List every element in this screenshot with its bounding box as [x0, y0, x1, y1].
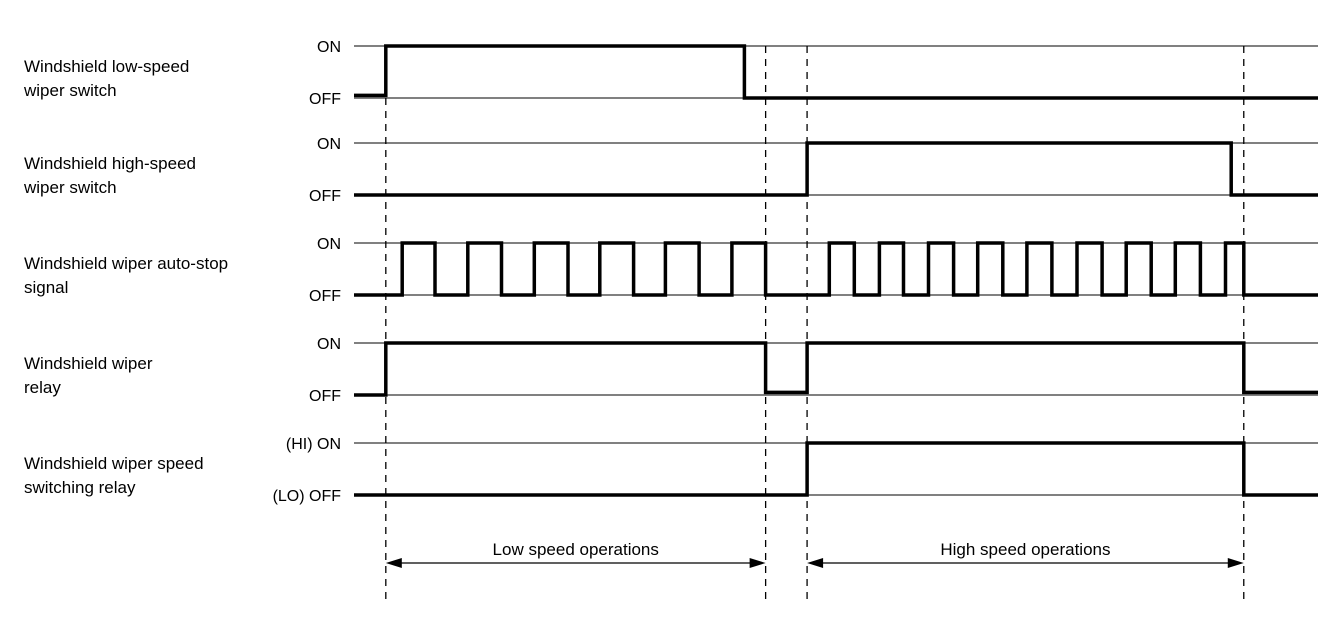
- auto_stop_signal-label-line-2: signal: [24, 278, 68, 297]
- wiper_relay-waveform: [354, 341, 1318, 397]
- annotation-1-arrowhead-right: [749, 558, 766, 568]
- marker-lines: [385, 46, 1245, 600]
- low_speed_switch-off-label: OFF: [309, 91, 341, 108]
- annotation-2-arrowhead-left: [807, 558, 824, 568]
- wiper_relay-label-line-2: relay: [24, 378, 61, 397]
- low_speed_switch-label-line-1: Windshield low-speed: [24, 57, 189, 76]
- high_speed_switch-label-line-2: wiper switch: [23, 178, 117, 197]
- auto_stop_signal-on-label: ON: [317, 236, 341, 253]
- low_speed_switch-label-line-2: wiper switch: [23, 81, 117, 100]
- signal-waveforms: [354, 44, 1318, 497]
- high_speed_switch-label-line-1: Windshield high-speed: [24, 154, 196, 173]
- level-reference-lines: [354, 45, 1318, 496]
- annotation-1-arrowhead-left: [385, 558, 402, 568]
- annotation-2-arrowhead-right: [1227, 558, 1244, 568]
- high_speed_switch-waveform: [354, 141, 1318, 197]
- wiper_relay-label-line-1: Windshield wiper: [24, 354, 153, 373]
- operation-annotations: Low speed operations High speed operation…: [385, 540, 1244, 568]
- auto_stop_signal-off-label: OFF: [309, 288, 341, 305]
- auto_stop_signal-waveform: [354, 241, 1318, 297]
- high_speed_switch-on-label: ON: [317, 136, 341, 153]
- speed_switching_relay-waveform: [354, 441, 1318, 497]
- low_speed_switch-on-label: ON: [317, 39, 341, 56]
- speed_switching_relay-off-label: (LO) OFF: [273, 488, 342, 505]
- speed_switching_relay-label-line-1: Windshield wiper speed: [24, 454, 204, 473]
- wiper_relay-off-label: OFF: [309, 388, 341, 405]
- speed_switching_relay-label-line-2: switching relay: [24, 478, 136, 497]
- low_speed_switch-waveform: [354, 44, 1318, 100]
- wiper_relay-on-label: ON: [317, 336, 341, 353]
- speed_switching_relay-on-label: (HI) ON: [286, 436, 341, 453]
- high_speed_switch-off-label: OFF: [309, 188, 341, 205]
- auto_stop_signal-label-line-1: Windshield wiper auto-stop: [24, 254, 228, 273]
- annotation-2-label: High speed operations: [940, 540, 1110, 559]
- annotation-1-label: Low speed operations: [493, 540, 659, 559]
